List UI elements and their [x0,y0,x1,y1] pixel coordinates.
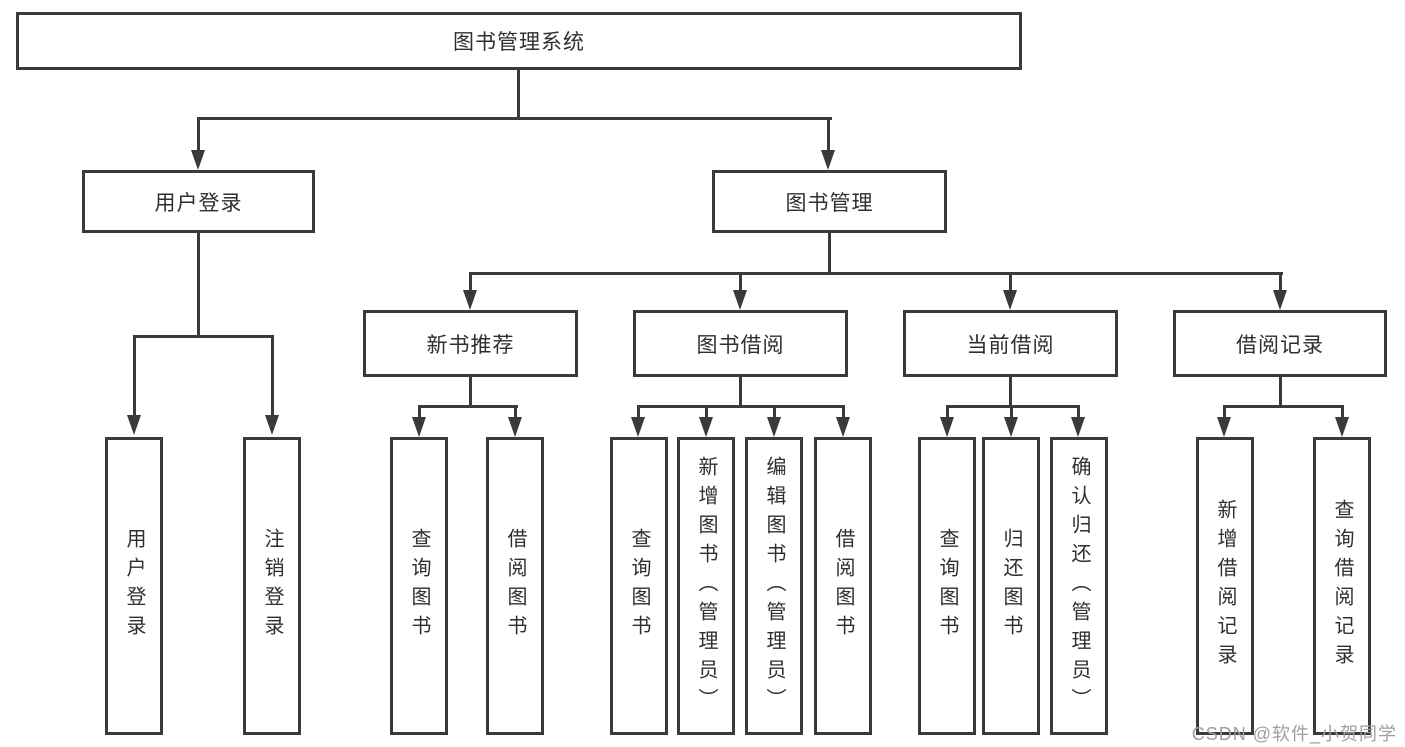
node-user-login: 用户登录 [82,170,315,233]
connector-line [197,117,200,153]
node-book-borrow: 图书借阅 [633,310,848,377]
connector-line [1279,377,1282,407]
node-root: 图书管理系统 [16,12,1022,70]
connector-line [739,377,742,407]
connector-line [469,377,472,407]
connector-line [514,405,517,419]
connector-line [1009,377,1012,407]
connector-line [469,272,472,294]
connector-line [197,117,832,120]
connector-line [469,272,1283,275]
connector-arrowhead [940,417,954,437]
leaf-records-add-record: 新增借阅记录 [1196,437,1254,735]
connector-line [271,335,274,417]
connector-line [705,405,708,419]
connector-line [418,405,518,408]
connector-arrowhead [508,417,522,437]
connector-line [1341,405,1344,419]
csdn-watermark: CSDN @软件_小贺同学 [1191,724,1397,744]
connector-line [842,405,845,419]
connector-arrowhead [191,150,205,170]
connector-line [828,233,831,274]
connector-arrowhead [463,290,477,310]
connector-arrowhead [127,415,141,435]
node-borrow-records: 借阅记录 [1173,310,1387,377]
connector-line [1279,272,1282,294]
leaf-current-confirm-return-admin: 确认归还（管理员） [1050,437,1108,735]
node-current-borrow: 当前借阅 [903,310,1118,377]
node-book-management: 图书管理 [712,170,947,233]
connector-line [1077,405,1080,419]
leaf-recommend-borrow-book: 借阅图书 [486,437,544,735]
connector-arrowhead [1003,290,1017,310]
connector-line [197,233,200,335]
connector-line [1223,405,1226,419]
connector-arrowhead [1217,417,1231,437]
leaf-borrow-add-book-admin: 新增图书（管理员） [677,437,735,735]
connector-line [133,335,136,417]
connector-arrowhead [767,417,781,437]
connector-line [517,70,520,118]
leaf-current-return-book: 归还图书 [982,437,1040,735]
connector-arrowhead [1273,290,1287,310]
connector-arrowhead [265,415,279,435]
connector-arrowhead [1004,417,1018,437]
connector-line [418,405,421,419]
connector-arrowhead [1335,417,1349,437]
connector-line [637,405,640,419]
connector-line [637,405,845,408]
connector-arrowhead [699,417,713,437]
leaf-recommend-query-book: 查询图书 [390,437,448,735]
node-new-book-recommend: 新书推荐 [363,310,578,377]
connector-arrowhead [631,417,645,437]
connector-line [1223,405,1344,408]
leaf-records-query-record: 查询借阅记录 [1313,437,1371,735]
leaf-borrow-query-book: 查询图书 [610,437,668,735]
connector-line [946,405,1080,408]
connector-line [946,405,949,419]
connector-line [1009,272,1012,294]
connector-line [1010,405,1013,419]
connector-line [827,117,830,153]
leaf-logout: 注销登录 [243,437,301,735]
connector-line [133,335,274,338]
connector-arrowhead [412,417,426,437]
connector-arrowhead [821,150,835,170]
leaf-borrow-borrow-book: 借阅图书 [814,437,872,735]
connector-arrowhead [1071,417,1085,437]
connector-line [739,272,742,294]
connector-arrowhead [836,417,850,437]
connector-arrowhead [733,290,747,310]
connector-line [773,405,776,419]
leaf-borrow-edit-book-admin: 编辑图书（管理员） [745,437,803,735]
leaf-current-query-book: 查询图书 [918,437,976,735]
leaf-user-login: 用户登录 [105,437,163,735]
